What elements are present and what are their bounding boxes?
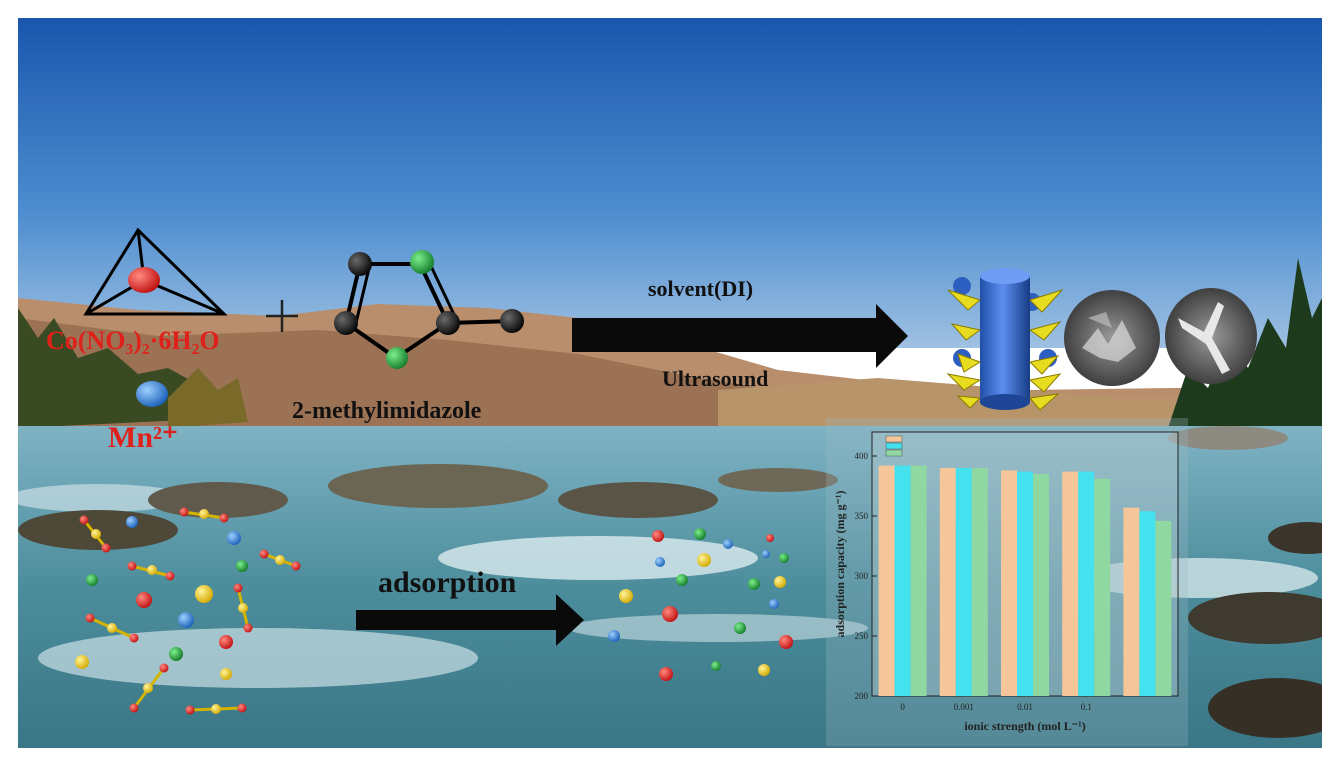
y-tick-label-0: 200 <box>855 691 869 701</box>
bar-1-0 <box>939 468 956 696</box>
sem-image-1 <box>1064 290 1160 386</box>
remaining-ions <box>608 528 793 681</box>
solvent-label: solvent(DI) <box>648 276 754 301</box>
bar-3-0 <box>1062 471 1079 696</box>
bar-2-1 <box>1017 471 1033 696</box>
x-tick-label-2: 0.01 <box>1017 702 1033 712</box>
adsorption-arrow-icon <box>356 594 584 646</box>
bar-1-2 <box>971 468 988 696</box>
imidazole-atoms <box>334 250 524 369</box>
bar-0-2 <box>910 465 927 696</box>
x-axis-label: ionic strength (mol L⁻¹) <box>964 719 1085 733</box>
imidazole-molecule-icon <box>344 262 513 360</box>
bar-3-2 <box>1094 478 1111 696</box>
legend-swatch-2 <box>885 449 903 457</box>
pollutant-molecules <box>75 507 301 715</box>
y-axis-label: adsorption capacity (mg g⁻¹) <box>833 491 847 638</box>
cobalt-salt-label: Co(NO₃)₂·6H₂O <box>46 326 220 355</box>
chem-overlay <box>75 227 1257 715</box>
bar-1-1 <box>955 468 972 696</box>
bar-3-1 <box>1078 471 1095 696</box>
adsorption-label: adsorption <box>378 566 517 599</box>
plus-icon <box>266 300 298 332</box>
manganese-ion-label: Mn²⁺ <box>108 421 178 454</box>
bar-4-1 <box>1139 511 1156 696</box>
x-tick-label-3: 0.1 <box>1081 702 1092 712</box>
bar-2-0 <box>1001 470 1017 696</box>
ultrasound-label: Ultrasound <box>662 366 769 391</box>
bar-4-0 <box>1123 507 1140 696</box>
sem-image-2 <box>1165 288 1257 384</box>
legend-swatch-0 <box>885 435 903 443</box>
bar-4-2 <box>1155 520 1172 696</box>
y-tick-label-1: 250 <box>855 631 869 641</box>
y-tick-label-2: 300 <box>855 571 869 581</box>
y-tick-label-3: 350 <box>855 511 869 521</box>
legend-swatch-1 <box>885 442 903 450</box>
x-tick-label-0: 0 <box>900 702 905 712</box>
synthesis-arrow-icon <box>572 304 908 368</box>
ionic-strength-bar-chart: 200 250 300 350 400 0 0.001 0.01 0.1 ionic streng… <box>826 418 1188 746</box>
mof-product-icon <box>946 268 1064 411</box>
x-tick-label-1: 0.001 <box>954 702 974 712</box>
manganese-ion-icon <box>136 381 168 407</box>
linker-label: 2-methylimidazole <box>292 398 482 424</box>
bar-0-1 <box>894 465 911 696</box>
cobalt-tetrahedron-icon <box>83 227 228 316</box>
y-tick-label-4: 400 <box>855 451 869 461</box>
bar-0-0 <box>878 465 895 696</box>
bar-2-2 <box>1033 474 1049 696</box>
